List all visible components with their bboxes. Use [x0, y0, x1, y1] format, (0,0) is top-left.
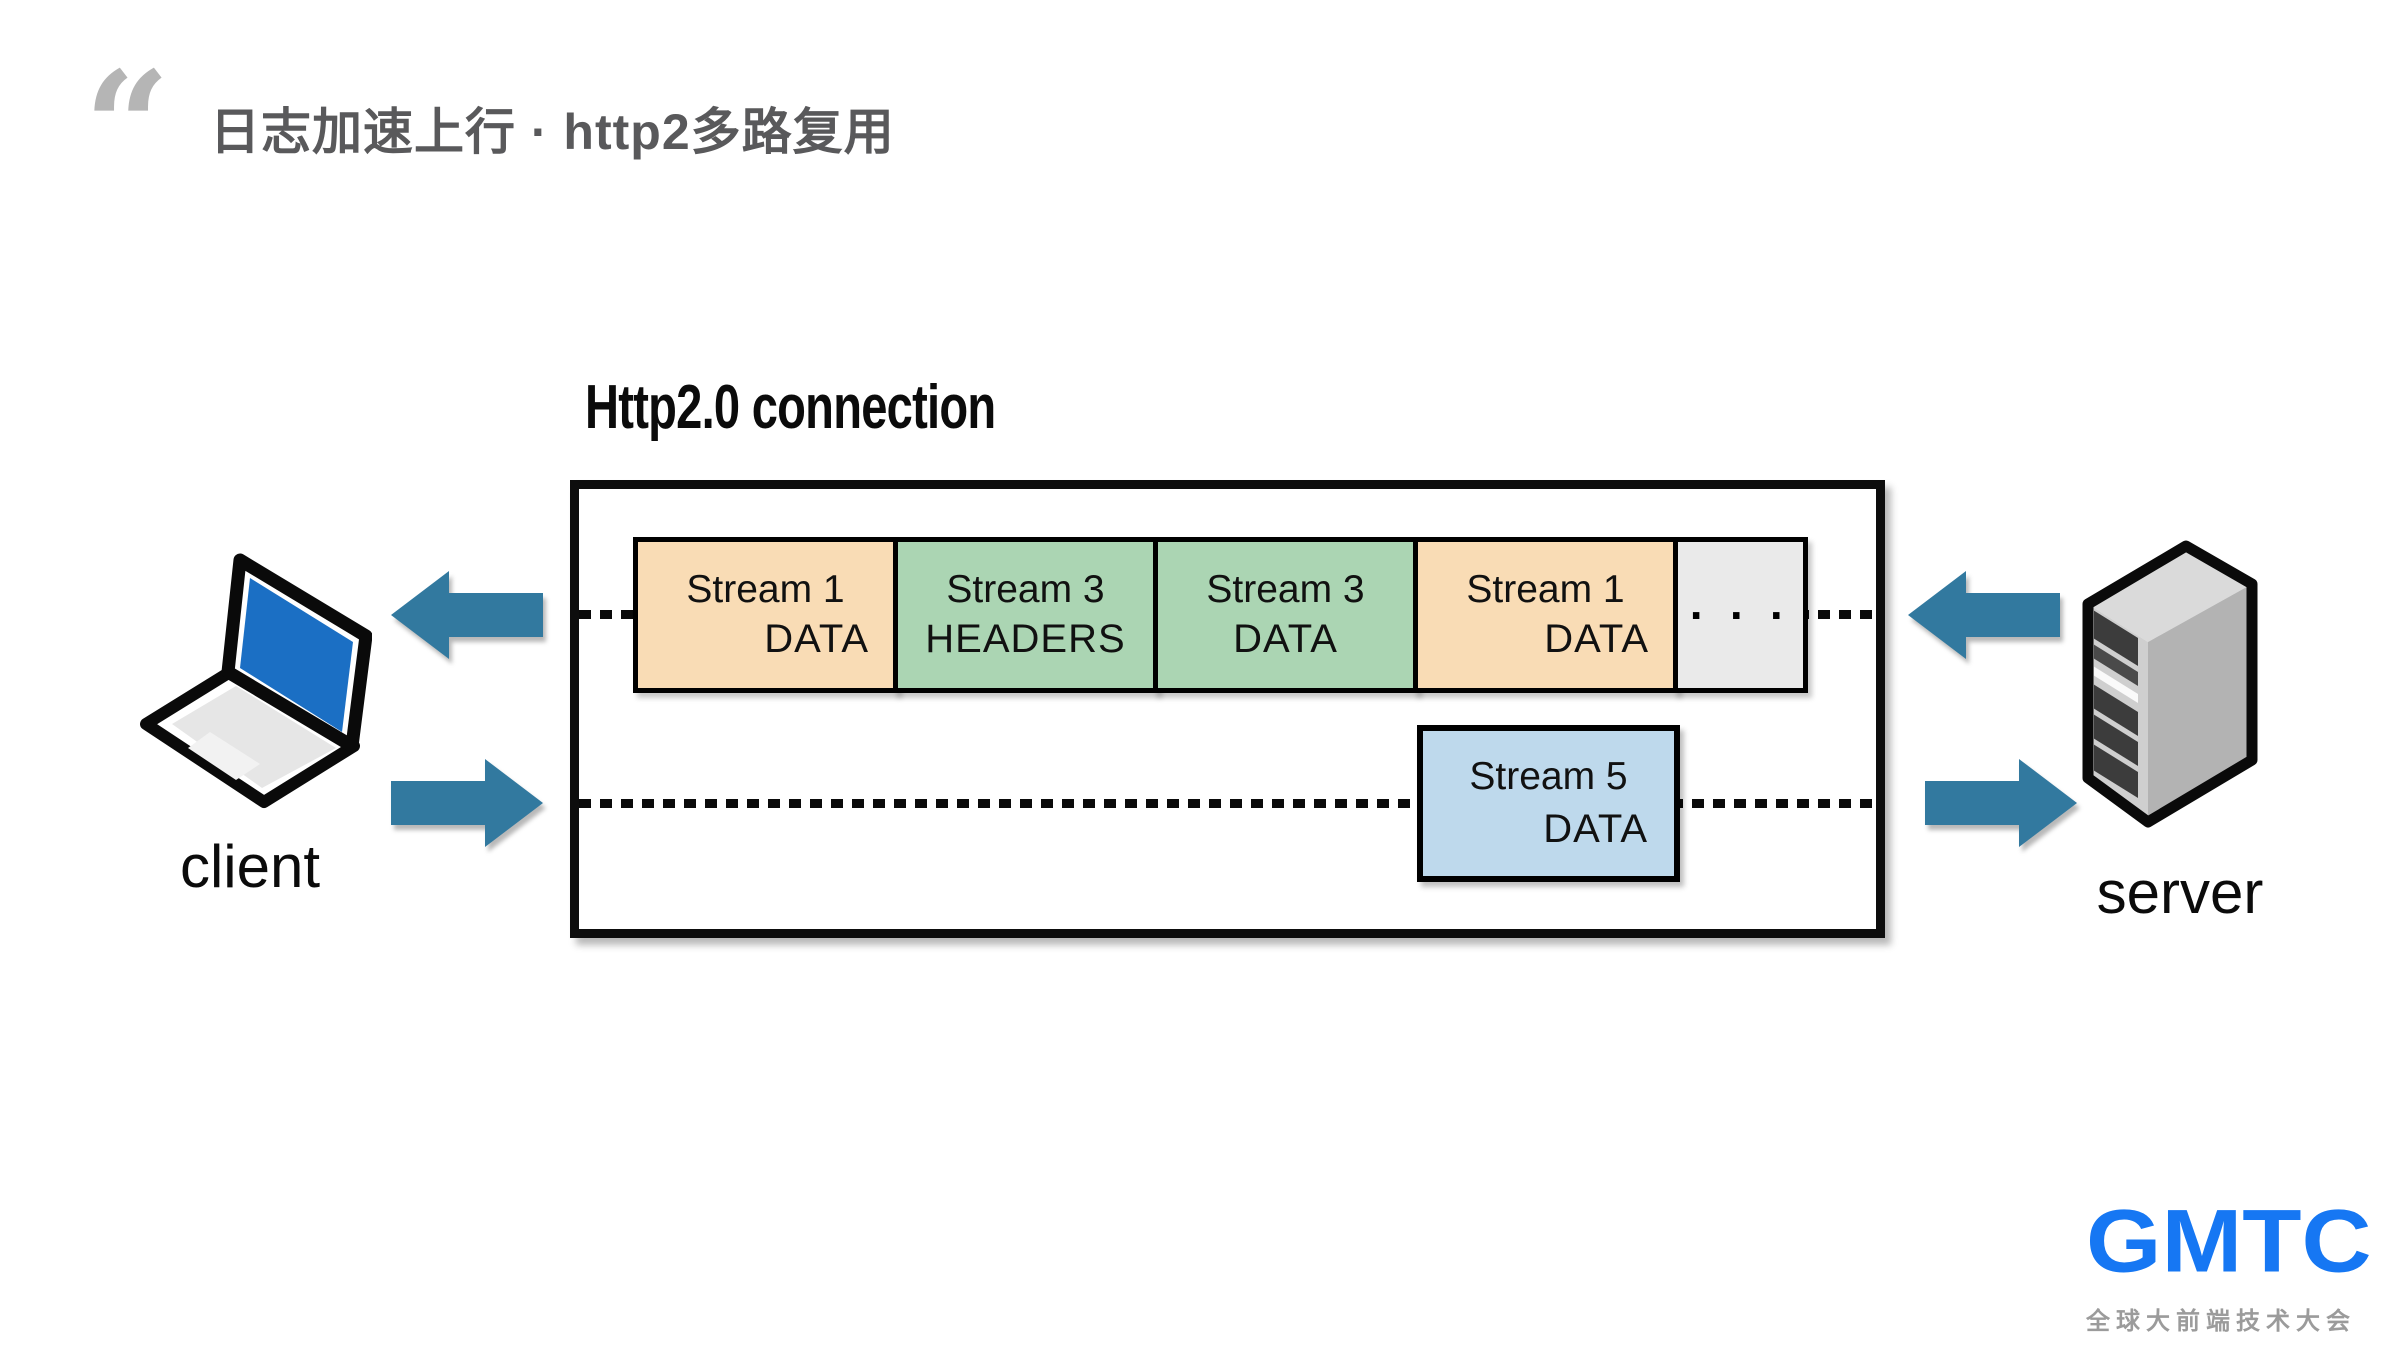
- frame-stream-label: Stream 3: [946, 567, 1105, 611]
- arrow-left-to-client-icon: [391, 571, 543, 659]
- ellipsis-dots: · · ·: [1689, 589, 1792, 641]
- gmtc-wordmark: GMTC: [2086, 1190, 2372, 1291]
- connection-label: Http2.0 connection: [585, 373, 996, 442]
- frame-type-label: DATA: [1543, 806, 1648, 851]
- frame-stream-label: Stream 5: [1469, 755, 1628, 799]
- arrow-box-to-server-icon: [1925, 759, 2077, 847]
- gmtc-logo: GMTC 全球大前端技术大会: [2086, 1196, 2386, 1336]
- frame-stream-label: Stream 1: [1466, 567, 1625, 611]
- frame-type-label: DATA: [764, 617, 869, 662]
- http2-connection-box: Stream 1 DATA Stream 3 HEADERS Stream 3 …: [570, 480, 1885, 938]
- frame-stream1-data: Stream 1 DATA: [633, 537, 898, 693]
- frame-type-label: HEADERS: [925, 617, 1126, 662]
- frame-type-label: DATA: [1233, 617, 1338, 662]
- frame-stream1-data-2: Stream 1 DATA: [1413, 537, 1678, 693]
- downstream-dotted-line: [579, 799, 1876, 808]
- frame-stream5-data: Stream 5 DATA: [1417, 725, 1680, 882]
- client-laptop-icon: [140, 552, 373, 817]
- laptop-screen: [240, 578, 353, 732]
- server-label: server: [2096, 859, 2264, 926]
- frame-stream-label: Stream 1: [686, 567, 845, 611]
- frame-stream3-headers: Stream 3 HEADERS: [893, 537, 1158, 693]
- quote-icon: “: [84, 39, 171, 215]
- page-title: 日志加速上行 · http2多路复用: [210, 104, 895, 160]
- server-tower-icon: [2080, 538, 2260, 833]
- frame-stream3-data: Stream 3 DATA: [1153, 537, 1418, 693]
- client-label: client: [179, 833, 321, 900]
- frame-ellipsis: · · ·: [1673, 537, 1808, 693]
- frames-row: Stream 1 DATA Stream 3 HEADERS Stream 3 …: [633, 537, 1808, 693]
- arrow-client-to-box-icon: [391, 759, 543, 847]
- frame-type-label: DATA: [1544, 617, 1649, 662]
- frame-stream-label: Stream 3: [1206, 567, 1365, 611]
- arrow-server-to-box-icon: [1908, 571, 2060, 659]
- gmtc-subtitle: 全球大前端技术大会: [2086, 1308, 2356, 1335]
